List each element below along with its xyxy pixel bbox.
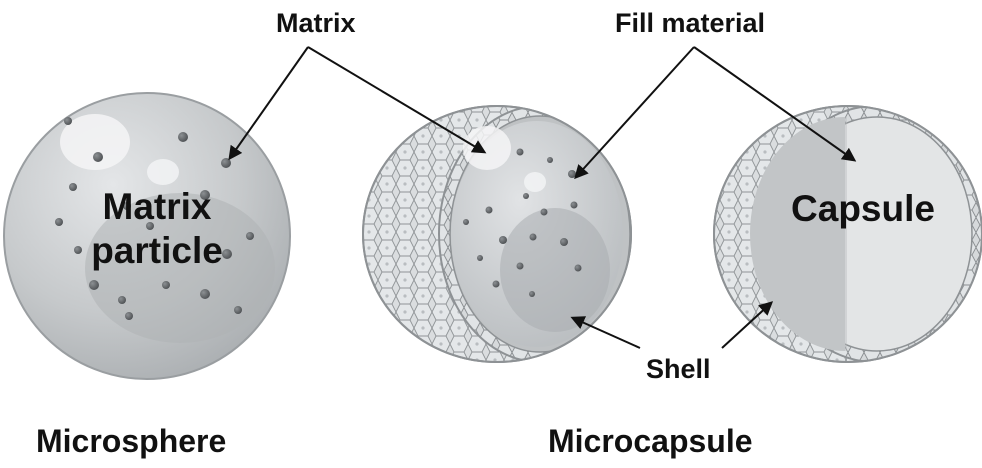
label-shell: Shell bbox=[646, 356, 711, 383]
microcapsule-illustration bbox=[363, 106, 641, 362]
label-matrix-particle-line1: Matrix bbox=[97, 188, 217, 225]
label-matrix-particle-line2: particle bbox=[82, 232, 232, 269]
arrow-matrix-to-microsphere bbox=[230, 47, 308, 158]
arrow-fill-to-microcapsule bbox=[576, 47, 694, 177]
arrow-matrix-to-microcapsule bbox=[308, 47, 484, 152]
label-microsphere: Microsphere bbox=[36, 425, 226, 457]
label-fill-material: Fill material bbox=[615, 10, 765, 37]
capsule-illustration bbox=[714, 106, 982, 362]
label-microcapsule: Microcapsule bbox=[548, 425, 753, 457]
label-matrix: Matrix bbox=[276, 10, 356, 37]
label-capsule: Capsule bbox=[788, 190, 938, 227]
